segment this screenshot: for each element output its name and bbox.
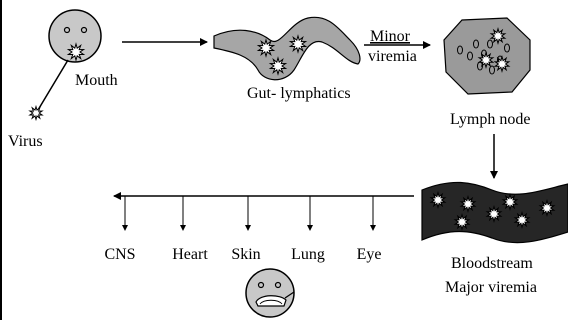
organ-label-eye: Eye [357,246,382,263]
mouth-virus-line [38,60,68,110]
virus-entry-icon [30,107,42,120]
organ-label-skin: Skin [231,246,260,263]
face-rash-icon [246,269,294,317]
major-viremia-label: Major viremia [445,279,537,296]
minor-viremia-label-1: Minor [370,28,411,45]
lymph-node-label: Lymph node [450,111,530,128]
minor-viremia-label-2: viremia [368,48,417,65]
gut-lymphatics-label: Gut- lymphatics [247,85,351,102]
bloodstream-label: Bloodstream [451,255,533,272]
virus-label: Virus [8,133,43,150]
organ-targets: CNS Heart Skin Lung Eye [104,196,381,263]
mouth-label: Mouth [75,72,118,89]
organ-label-cns: CNS [104,246,135,263]
gut-lymphatics-shape [214,17,360,79]
organ-label-heart: Heart [172,246,208,263]
organ-label-lung: Lung [291,246,325,263]
